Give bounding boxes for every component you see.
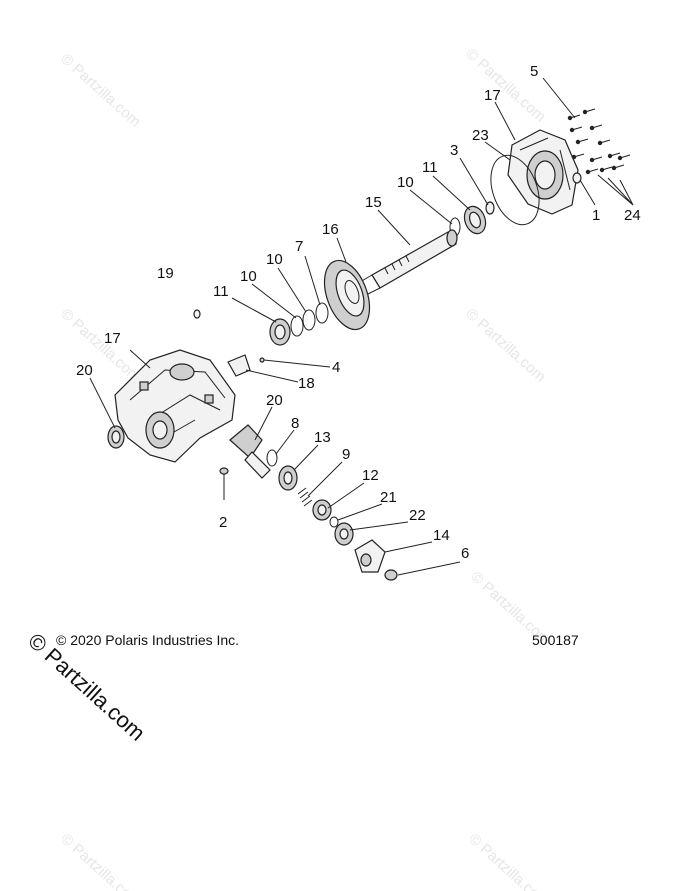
callout-2: 2 bbox=[219, 514, 227, 531]
callout-5: 5 bbox=[530, 63, 538, 80]
callout-1: 1 bbox=[592, 207, 600, 224]
watermark: © Partzilla.com bbox=[57, 830, 143, 891]
callout-9: 9 bbox=[342, 446, 350, 463]
callout-10: 10 bbox=[240, 268, 257, 285]
upper-bearing-part bbox=[463, 205, 487, 235]
pinion-bearing-part bbox=[278, 465, 298, 491]
plug-part bbox=[193, 309, 201, 319]
snap-ring-part bbox=[302, 309, 316, 331]
callout-10: 10 bbox=[397, 174, 414, 191]
drain-plug-part bbox=[219, 467, 229, 500]
spring-part bbox=[297, 487, 313, 507]
o-ring-part bbox=[490, 154, 540, 226]
background-watermarks: © Partzilla.com © Partzilla.com © Partzi… bbox=[57, 45, 553, 891]
output-seal-part bbox=[334, 522, 354, 546]
callout-18: 18 bbox=[298, 375, 315, 392]
callout-22: 22 bbox=[409, 507, 426, 524]
callout-17: 17 bbox=[484, 87, 501, 104]
watermark: © Partzilla.com bbox=[462, 305, 548, 385]
callout-numbers: 5 17 23 3 11 10 15 1 24 16 7 10 19 10 11… bbox=[76, 63, 641, 562]
callout-4: 4 bbox=[332, 359, 340, 376]
bracket-part bbox=[227, 354, 251, 377]
callout-20: 20 bbox=[76, 362, 93, 379]
drawing-number: 500187 bbox=[532, 632, 579, 648]
callout-11: 11 bbox=[213, 283, 229, 300]
callout-14: 14 bbox=[433, 527, 450, 544]
copyright-notice: © 2020 Polaris Industries Inc. bbox=[56, 632, 240, 648]
watermark: © Partzilla.com bbox=[465, 830, 551, 891]
watermark: © Partzilla.com bbox=[57, 305, 143, 385]
pinion-shaft-part bbox=[359, 229, 458, 295]
callout-20: 20 bbox=[266, 392, 283, 409]
watermark: © Partzilla.com bbox=[57, 50, 143, 130]
snap-ring-part bbox=[315, 302, 329, 324]
yoke-nut-part bbox=[384, 569, 398, 581]
snap-ring-part bbox=[266, 449, 278, 467]
callout-7: 7 bbox=[295, 238, 303, 255]
ring-gear-part bbox=[323, 259, 371, 331]
callout-11: 11 bbox=[422, 159, 438, 176]
callout-13: 13 bbox=[314, 429, 331, 446]
gearcase-housing-part bbox=[114, 349, 236, 463]
callout-10: 10 bbox=[266, 251, 283, 268]
pin-part bbox=[259, 357, 265, 363]
callout-12: 12 bbox=[362, 467, 379, 484]
callout-6: 6 bbox=[461, 545, 469, 562]
callout-3: 3 bbox=[450, 142, 458, 159]
callout-21: 21 bbox=[380, 489, 397, 506]
output-yoke-part bbox=[354, 539, 386, 573]
callout-24: 24 bbox=[624, 207, 641, 224]
snap-ring-part bbox=[290, 315, 304, 337]
left-bearing-part bbox=[269, 318, 291, 346]
snap-ring-part bbox=[329, 516, 339, 528]
callout-8: 8 bbox=[291, 415, 299, 432]
pinion-gear-part bbox=[229, 424, 271, 479]
cover-bolts bbox=[567, 108, 631, 175]
rear-cover-part bbox=[507, 129, 582, 215]
callout-16: 16 bbox=[322, 221, 339, 238]
callout-23: 23 bbox=[472, 127, 489, 144]
outer-bearing-part bbox=[312, 499, 332, 521]
callout-17: 17 bbox=[104, 330, 121, 347]
watermark: © Partzilla.com bbox=[462, 45, 548, 125]
leader-lines bbox=[89, 77, 634, 576]
callout-19: 19 bbox=[157, 265, 174, 282]
axle-seal-part bbox=[107, 425, 125, 449]
callout-15: 15 bbox=[365, 194, 382, 211]
